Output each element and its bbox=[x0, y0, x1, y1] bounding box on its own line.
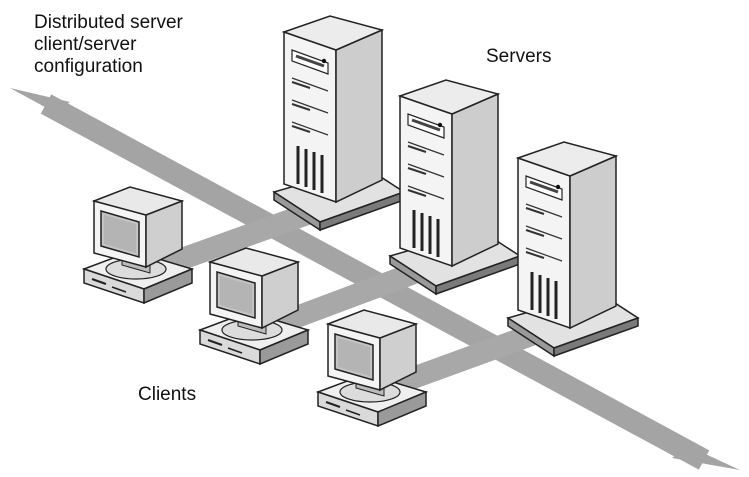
client-2-icon bbox=[199, 247, 309, 365]
diagram-title: Distributed server client/server configu… bbox=[34, 12, 254, 78]
title-line-2: client/server bbox=[34, 34, 137, 55]
title-line-3: configuration bbox=[34, 56, 143, 77]
server-2-icon bbox=[388, 78, 522, 296]
clients-label: Clients bbox=[138, 384, 197, 405]
server-1-icon bbox=[272, 14, 406, 232]
title-line-1: Distributed server bbox=[34, 12, 183, 33]
server-3-icon bbox=[506, 140, 640, 358]
client-1-icon bbox=[83, 186, 193, 304]
servers-label: Servers bbox=[486, 46, 552, 67]
client-3-icon bbox=[317, 309, 427, 427]
